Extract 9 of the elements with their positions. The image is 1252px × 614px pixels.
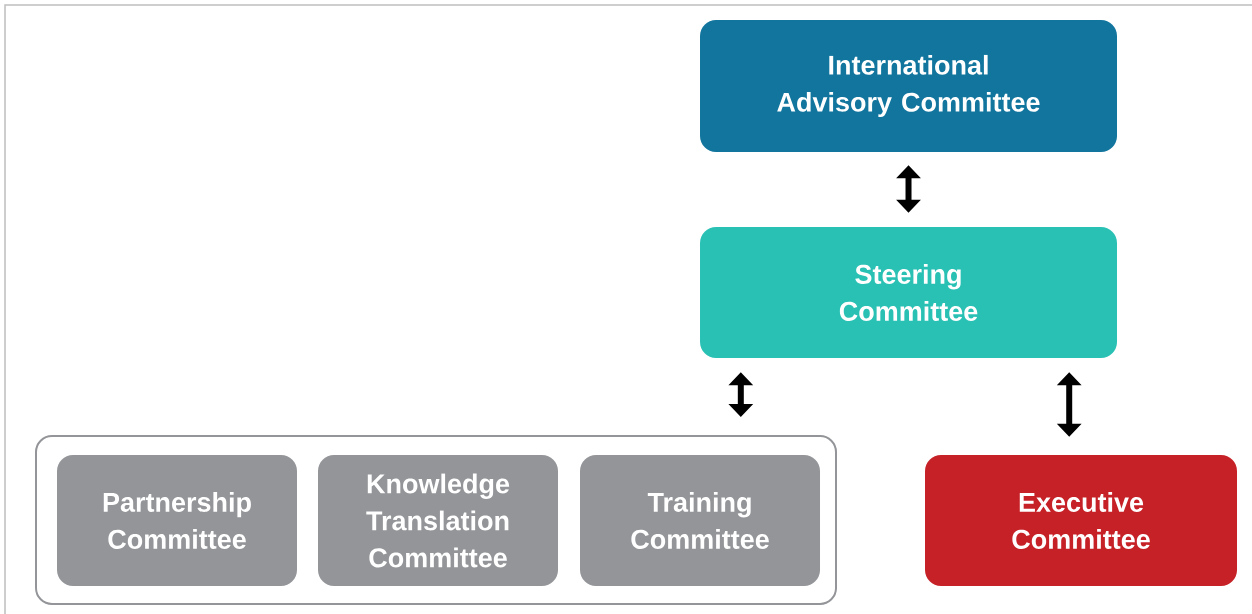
double-arrow [728, 372, 754, 417]
committee-box: Steering Committee [700, 227, 1117, 358]
committee-box: Knowledge Translation Committee [318, 455, 558, 586]
committee-box: Training Committee [580, 455, 820, 586]
committee-box: Executive Committee [925, 455, 1237, 586]
double-arrow [1056, 372, 1082, 437]
double-arrow [896, 165, 921, 213]
committee-box: Partnership Committee [57, 455, 297, 586]
committee-box: International Advisory Committee [700, 20, 1117, 152]
